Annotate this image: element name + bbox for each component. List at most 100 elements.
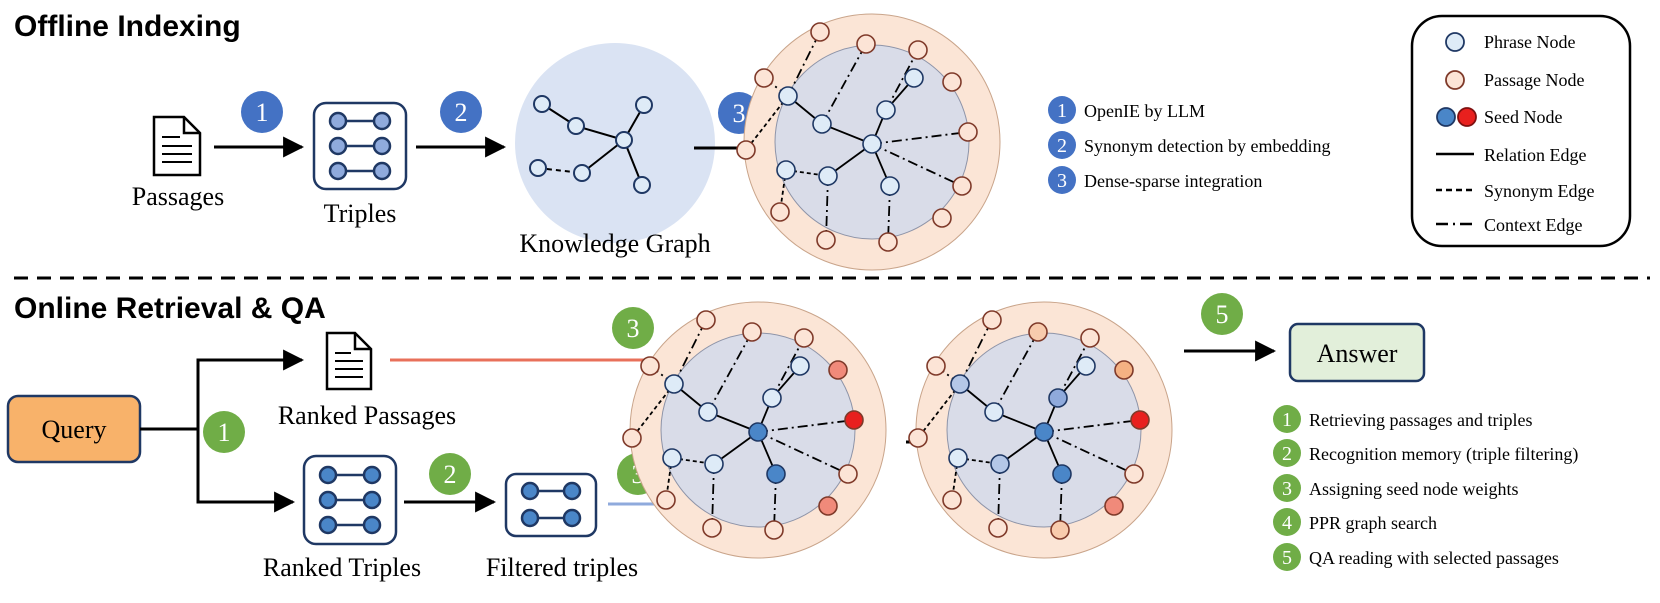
phrase-node [862,134,882,154]
svg-text:2: 2 [444,460,457,489]
passage-node [1080,328,1100,348]
passage-node [926,356,946,376]
svg-text:Seed Node: Seed Node [1484,107,1562,127]
ppr-graph [908,301,1173,559]
passage-node [908,428,928,448]
filtered-triples-label: Filtered triples [486,553,638,582]
passage-node [838,464,858,484]
passage-node [856,34,876,54]
passage-node [736,140,756,160]
online-step-1: 1 Retrieving passages and triples [1273,405,1532,433]
phrase-node [778,86,798,106]
phrase-node [818,166,838,186]
offline-step-2: 2 Synonym detection by embedding [1048,131,1330,159]
svg-text:3: 3 [627,314,640,343]
svg-text:QA reading with selected passa: QA reading with selected passages [1309,548,1559,568]
triples-icon [504,472,598,538]
online-step-badge-5: 5 [1201,293,1243,335]
svg-text:Retrieving passages and triple: Retrieving passages and triples [1309,410,1532,430]
phrase-node [698,402,718,422]
svg-text:Context Edge: Context Edge [1484,215,1582,235]
svg-text:2: 2 [1057,135,1067,157]
phrase-node [748,422,768,442]
svg-text:Recognition memory (triple fil: Recognition memory (triple filtering) [1309,444,1578,465]
passage-node [1124,464,1144,484]
legend-synonym-edge: Synonym Edge [1436,181,1595,201]
svg-text:1: 1 [1057,100,1067,122]
svg-text:Query: Query [42,415,107,444]
online-step-badge-2: 2 [429,453,471,495]
phrase-node [904,68,924,88]
ranked-passages-label: Ranked Passages [278,401,456,430]
passage-node [952,176,972,196]
passage-node [810,22,830,42]
svg-text:5: 5 [1216,300,1229,329]
document-icon [325,331,373,391]
passage-node [742,322,762,342]
legend-box: Phrase Node Passage Node Seed Node Relat… [1410,14,1632,248]
passage-node [1028,322,1048,342]
online-step-4: 4 PPR graph search [1273,508,1437,536]
offline-step-1: 1 OpenIE by LLM [1048,96,1205,124]
passage-node [816,230,836,250]
phrase-node [776,160,796,180]
svg-text:OpenIE by LLM: OpenIE by LLM [1084,101,1205,121]
passage-node [988,518,1008,538]
phrase-node [1052,464,1072,484]
online-step-2: 2 Recognition memory (triple filtering) [1273,439,1578,467]
svg-text:Synonym detection by embedding: Synonym detection by embedding [1084,136,1330,156]
passage-node [622,428,642,448]
phrase-node [662,448,682,468]
svg-text:Relation Edge: Relation Edge [1484,145,1586,165]
offline-index-graph [736,13,1001,271]
svg-text:2: 2 [1282,443,1292,465]
phrase-node [790,356,810,376]
svg-text:3: 3 [1282,478,1292,500]
svg-text:1: 1 [218,418,231,447]
kg-label: Knowledge Graph [519,229,710,258]
passage-node [764,520,784,540]
passage-node [958,122,978,142]
passage-node [844,410,864,430]
passage-node [942,72,962,92]
svg-text:Assigning seed node weights: Assigning seed node weights [1309,479,1518,499]
passage-node [696,310,716,330]
legend-context-edge: Context Edge [1436,215,1582,235]
passage-node [828,360,848,380]
graph-icon [515,43,715,243]
seeded-graph [622,301,887,559]
passage-node [1114,360,1134,380]
svg-text:3: 3 [733,99,746,128]
passage-node [908,40,928,60]
legend-seed-node: Seed Node [1436,107,1562,127]
passage-node [656,490,676,510]
online-step-3: 3 Assigning seed node weights [1273,474,1518,502]
ranked-triples-label: Ranked Triples [263,553,421,582]
svg-text:3: 3 [1057,170,1067,192]
svg-text:2: 2 [455,98,468,127]
passage-node [942,490,962,510]
answer-box: Answer [1288,322,1426,383]
online-title: Online Retrieval & QA [14,292,326,325]
passage-node [702,518,722,538]
step-badge-2: 2 [440,91,482,133]
phrase-node [664,374,684,394]
svg-text:1: 1 [1282,409,1292,431]
svg-text:Passage Node: Passage Node [1484,70,1584,90]
svg-text:5: 5 [1282,547,1292,569]
step-badge-1: 1 [241,91,283,133]
online-step-badge-1: 1 [203,411,245,453]
phrase-node [1034,422,1054,442]
svg-text:1: 1 [256,98,269,127]
offline-step-list: 1 OpenIE by LLM 2 Synonym detection by e… [1048,96,1330,194]
online-step-5: 5 QA reading with selected passages [1273,543,1559,571]
passage-node [878,232,898,252]
svg-text:Dense-sparse integration: Dense-sparse integration [1084,171,1262,191]
phrase-node [766,464,786,484]
passage-node [1130,410,1150,430]
svg-text:4: 4 [1282,512,1292,534]
passage-node [982,310,1002,330]
phrase-node [990,454,1010,474]
passage-node [818,496,838,516]
